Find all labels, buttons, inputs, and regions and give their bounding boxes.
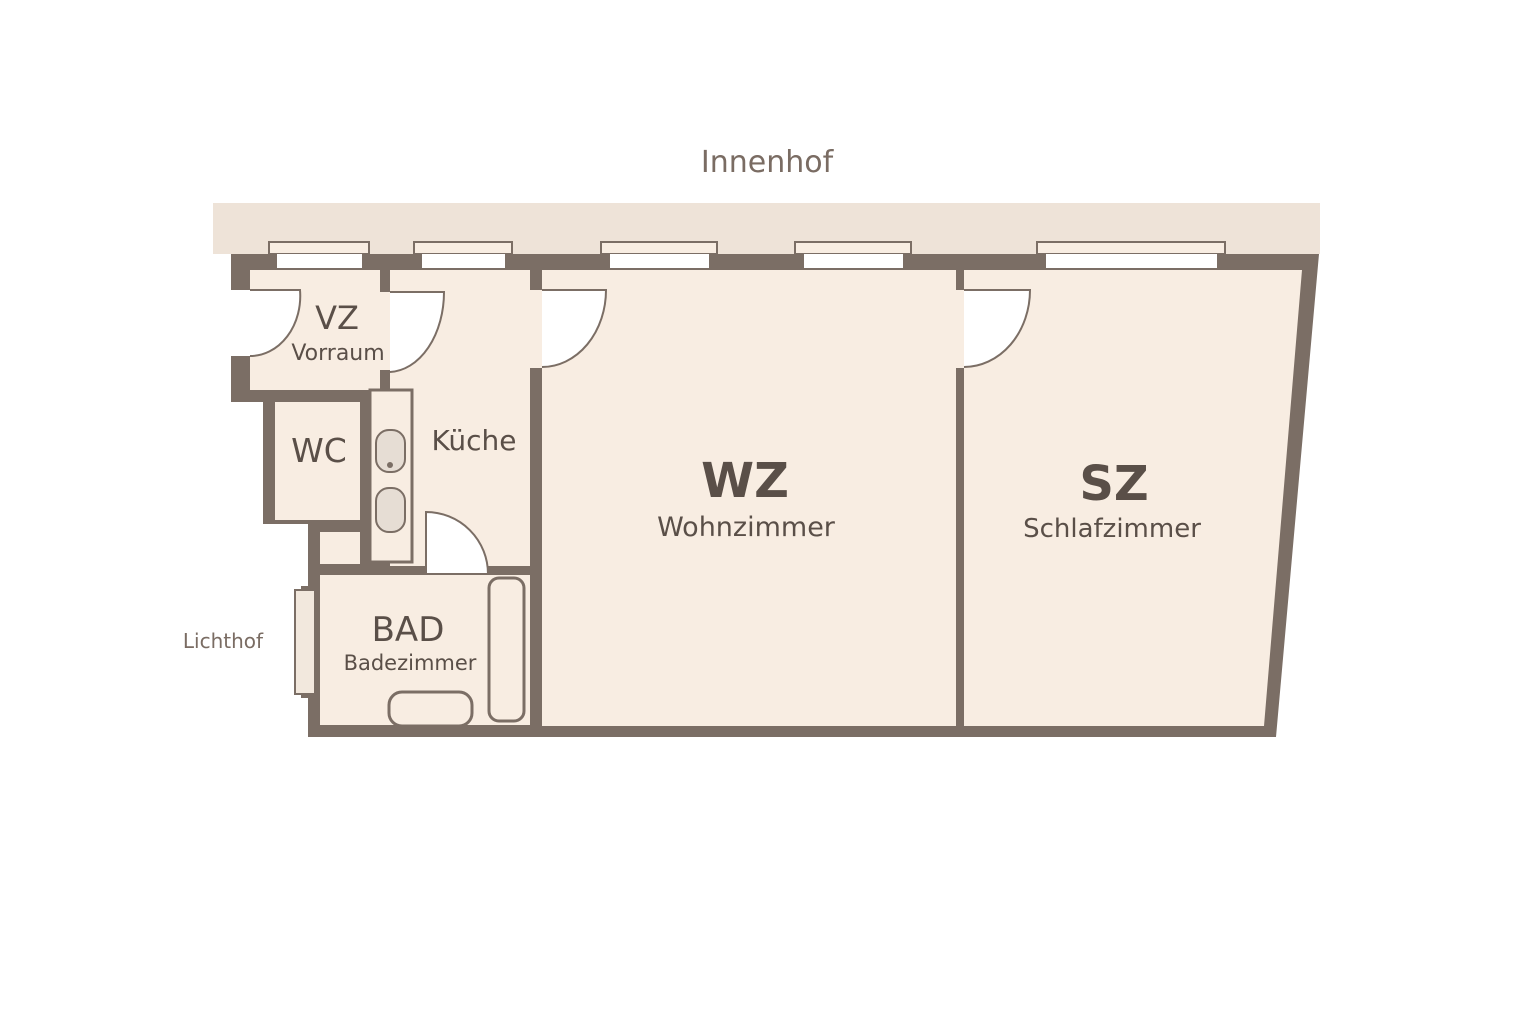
bad-name-label: Badezimmer bbox=[344, 651, 477, 675]
window-5-glass bbox=[1046, 254, 1217, 268]
lightwell-window bbox=[294, 589, 316, 695]
sz-door-opening bbox=[954, 290, 966, 368]
sz-door-swing bbox=[963, 289, 1032, 368]
vz-kitchen-door-swing bbox=[389, 291, 446, 373]
sz-name-label: Schlafzimmer bbox=[1023, 514, 1201, 544]
wc-floor bbox=[275, 402, 360, 520]
windows bbox=[268, 241, 1226, 268]
kitchen-counter bbox=[368, 388, 414, 564]
wz-door-swing bbox=[541, 289, 608, 368]
sink-basin-1 bbox=[375, 429, 406, 473]
vz-name-label: Vorraum bbox=[291, 341, 384, 366]
window-3-glass bbox=[610, 254, 709, 268]
entrance-door-swing bbox=[249, 289, 302, 358]
wz-door-opening bbox=[529, 290, 543, 368]
entrance-door-opening bbox=[231, 290, 250, 356]
kitchen-name-label: Küche bbox=[431, 424, 516, 457]
bad-door-swing bbox=[425, 510, 490, 575]
window-1-glass bbox=[277, 254, 362, 268]
lightwell-label: Lichthof bbox=[183, 629, 264, 653]
wz-name-label: Wohnzimmer bbox=[657, 512, 836, 543]
window-5 bbox=[1036, 241, 1226, 255]
sz-code-label: SZ bbox=[1079, 456, 1148, 512]
sink-basin-2 bbox=[375, 487, 406, 533]
wc-code-label: WC bbox=[291, 431, 347, 470]
window-4 bbox=[794, 241, 912, 255]
wz-floor bbox=[542, 270, 956, 726]
window-2-glass bbox=[422, 254, 505, 268]
wz-code-label: WZ bbox=[701, 453, 789, 509]
bad-code-label: BAD bbox=[372, 610, 445, 650]
window-2 bbox=[413, 241, 513, 255]
courtyard-label: Innenhof bbox=[701, 145, 835, 180]
window-1 bbox=[268, 241, 370, 255]
vz-code-label: VZ bbox=[315, 299, 359, 337]
sz-floor bbox=[964, 270, 1302, 726]
vz-kitchen-door-opening bbox=[378, 292, 392, 370]
shaft-floor bbox=[320, 532, 360, 564]
bathtub bbox=[487, 576, 526, 723]
washbasin bbox=[387, 690, 474, 728]
window-4-glass bbox=[804, 254, 903, 268]
sink-drain-1 bbox=[387, 462, 393, 468]
window-3 bbox=[600, 241, 718, 255]
doors bbox=[231, 289, 1032, 578]
